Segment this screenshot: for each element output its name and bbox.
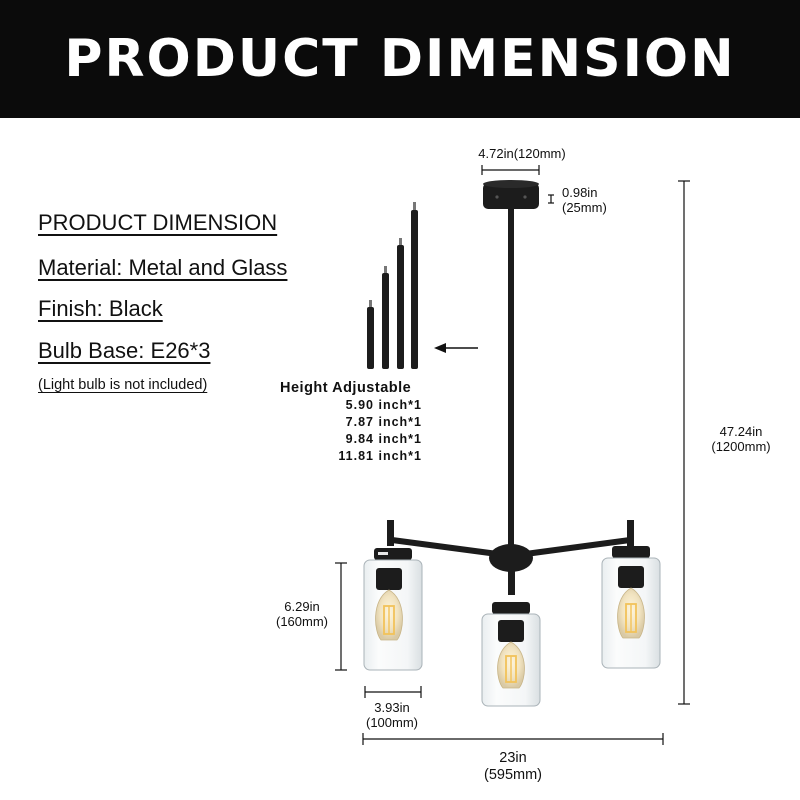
shade-height-in: 6.29in <box>284 599 320 614</box>
total-width-label: 23in (595mm) <box>463 750 563 784</box>
spec-note: (Light bulb is not included) <box>38 377 208 393</box>
height-adjustable-title: Height Adjustable <box>280 380 412 396</box>
arrow-left-icon <box>434 343 478 353</box>
canopy-height-mm: (25mm) <box>562 200 607 215</box>
lamp-middle <box>481 602 541 707</box>
shade-height-mm: (160mm) <box>275 614 328 629</box>
rod-length-2: 7.87 inch*1 <box>345 415 422 429</box>
rod-3 <box>397 238 404 369</box>
shade-width-label: 3.93in (100mm) <box>352 700 432 730</box>
total-width-in: 23in <box>499 750 527 766</box>
total-height-mm: (1200mm) <box>711 439 771 454</box>
canopy-height-label: 0.98in (25mm) <box>562 185 607 215</box>
rod-1 <box>367 300 374 369</box>
rod-4 <box>411 202 418 369</box>
dimension-lines <box>335 165 690 745</box>
rod-length-4: 11.81 inch*1 <box>338 449 422 463</box>
total-height-label: 47.24in (1200mm) <box>696 424 786 454</box>
shade-height-label: 6.29in (160mm) <box>262 599 342 629</box>
spec-title: PRODUCT DIMENSION <box>38 210 278 235</box>
canopy-height-in: 0.98in <box>562 185 598 200</box>
canopy-width-label: 4.72in(120mm) <box>478 146 566 161</box>
down-rod <box>508 208 514 548</box>
rod-length-1: 5.90 inch*1 <box>345 398 422 412</box>
total-height-in: 47.24in <box>719 424 763 439</box>
ceiling-canopy <box>483 180 539 209</box>
total-width-mm: (595mm) <box>483 767 542 783</box>
fixture-arms <box>387 520 634 595</box>
spec-bulb-base: Bulb Base: E26*3 <box>38 338 211 363</box>
header-banner: PRODUCT DIMENSION <box>0 0 800 118</box>
spec-finish: Finish: Black <box>38 296 163 321</box>
shade-width-in: 3.93in <box>374 700 410 715</box>
banner-title: PRODUCT DIMENSION <box>64 29 736 89</box>
rod-2 <box>382 266 389 369</box>
lamp-left <box>363 548 423 671</box>
spec-material: Material: Metal and Glass <box>38 255 288 280</box>
rod-length-3: 9.84 inch*1 <box>345 432 422 446</box>
spare-rods <box>367 202 418 369</box>
shade-width-mm: (100mm) <box>365 715 418 730</box>
lamp-right <box>601 546 661 669</box>
